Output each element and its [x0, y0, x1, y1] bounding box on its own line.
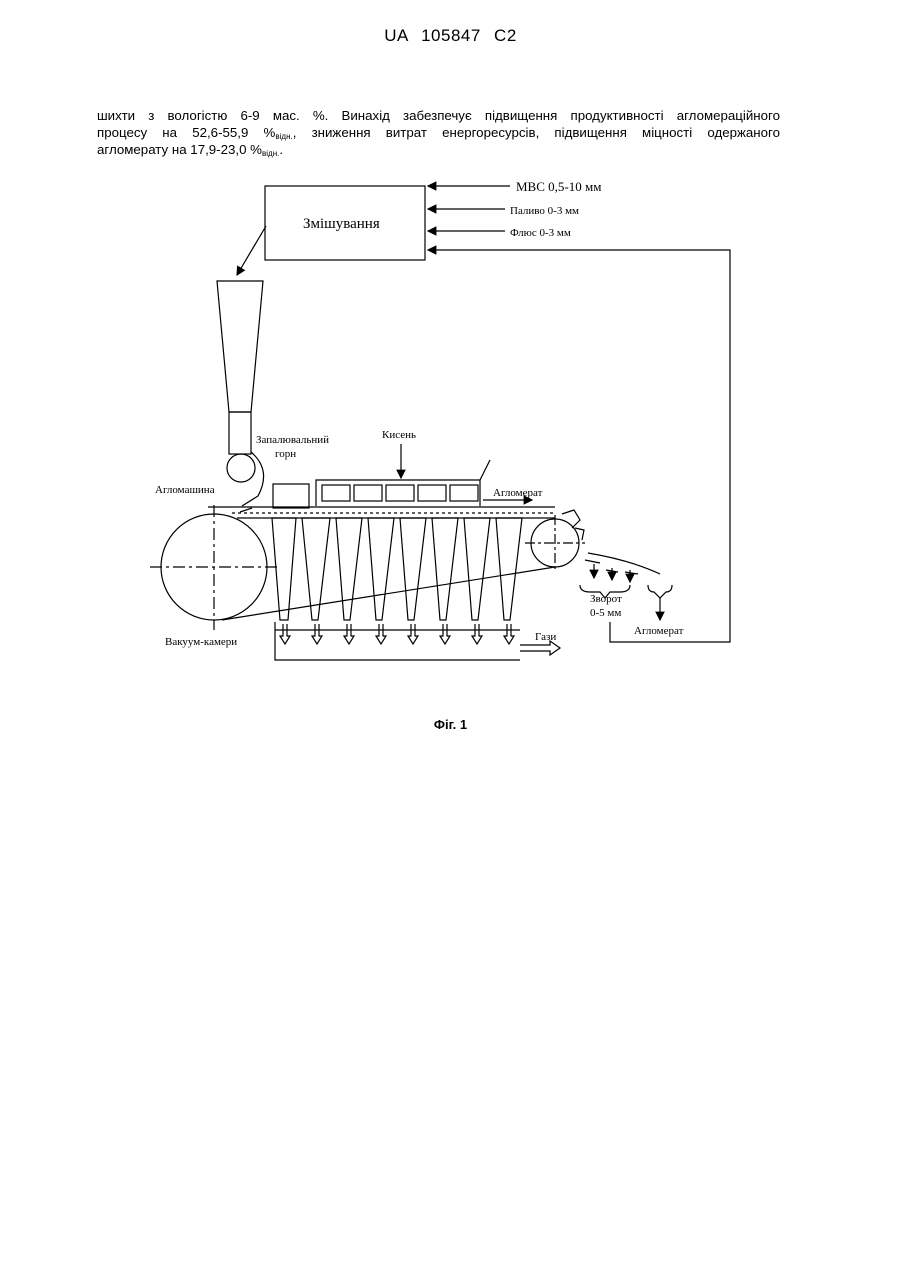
input-label-3: Флюс 0-3 мм	[510, 227, 571, 239]
gas-collector	[275, 622, 520, 660]
figure-caption: Фіг. 1	[0, 717, 901, 732]
hopper-chute	[229, 412, 251, 454]
feed-drum	[227, 454, 255, 482]
mixing-to-hopper-arrow	[237, 226, 266, 275]
gases-label: Гази	[535, 631, 556, 643]
vacuum-chambers	[272, 518, 522, 620]
ignition-label-2: горн	[275, 448, 296, 460]
return-label-1: Зворот	[590, 593, 622, 605]
return-recycle-line	[428, 250, 730, 642]
ignition-label-1: Запалювальний	[256, 434, 329, 446]
agglomerate-bottom-label: Агломерат	[634, 625, 684, 637]
vacuum-chambers-label: Вакуум-камери	[165, 636, 237, 648]
conveyor-return	[222, 567, 555, 620]
gas-flow-arrows	[280, 624, 514, 644]
sintering-process-diagram: Змішування МВС 0,5-10 мм Паливо 0-3 мм Ф…	[0, 0, 901, 760]
return-label-2: 0-5 мм	[590, 607, 621, 619]
input-label-1: МВС 0,5-10 мм	[516, 179, 601, 194]
oxygen-label: Кисень	[382, 429, 416, 441]
mixing-label: Змішування	[303, 216, 380, 232]
agglomerate-top-label: Агломерат	[493, 487, 543, 499]
feed-hopper	[217, 281, 263, 412]
oxygen-hood	[316, 480, 480, 506]
gas-outlet-arrow	[520, 641, 560, 655]
ignition-hood	[273, 484, 309, 508]
input-label-2: Паливо 0-3 мм	[510, 205, 579, 217]
sinter-machine-label: Агломашина	[155, 484, 215, 496]
agglomerate-brace	[648, 585, 672, 598]
